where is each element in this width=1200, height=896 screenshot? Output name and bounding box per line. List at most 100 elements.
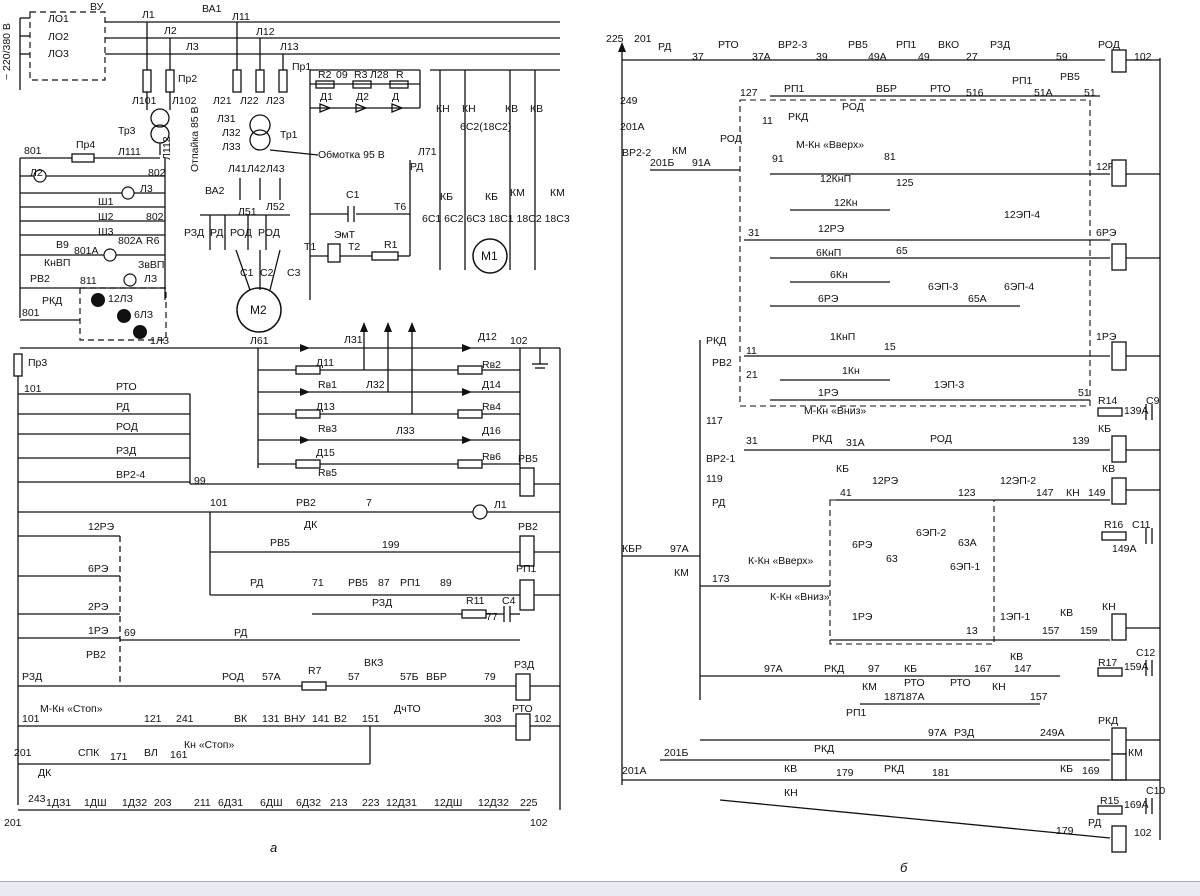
label-119: 119 bbox=[706, 473, 723, 485]
label-pr3: Пр3 bbox=[28, 357, 47, 369]
label-l23: Л23 bbox=[266, 95, 285, 107]
label-101c: 101 bbox=[22, 713, 40, 725]
label-r1: R1 bbox=[384, 239, 398, 251]
label-49: 49 bbox=[918, 51, 930, 63]
label-l42: Л42 bbox=[247, 163, 266, 175]
label-6re: 6РЭ bbox=[818, 293, 839, 305]
label-vko: ВКО bbox=[938, 39, 959, 51]
label-12knp: 12КнП bbox=[820, 173, 851, 185]
label-147: 147 bbox=[1036, 487, 1054, 499]
label-802a: 802A bbox=[118, 235, 143, 247]
label-vbr: ВБР bbox=[426, 671, 447, 683]
label-l1-lamp: Л1 bbox=[494, 499, 507, 511]
label-t1: Т1 bbox=[304, 241, 316, 253]
label-va2: ВА2 bbox=[205, 185, 225, 197]
label-d2: Д2 bbox=[356, 91, 369, 103]
label-rd-a: РД bbox=[410, 161, 423, 173]
label-147-b: 147 bbox=[1014, 663, 1032, 675]
label-kb-2: КБ bbox=[904, 663, 917, 675]
label-811: 811 bbox=[80, 275, 97, 287]
label-t2: Т2 bbox=[348, 241, 360, 253]
label-37: 37 bbox=[692, 51, 704, 63]
label-r17: R17 bbox=[1098, 657, 1117, 669]
label-rto: РТО bbox=[718, 39, 739, 51]
label-rd-m: РД bbox=[210, 227, 223, 239]
label-rd-2: РД bbox=[234, 627, 247, 639]
label-m2: M2 bbox=[250, 303, 267, 317]
label-79: 79 bbox=[484, 671, 496, 683]
label-102c: 102 bbox=[534, 713, 552, 725]
label-802: 802 bbox=[148, 167, 166, 179]
label-l33a: Л33 bbox=[222, 141, 241, 153]
label-vr2-1: ВР2-1 bbox=[706, 453, 735, 465]
label-187: 187 bbox=[884, 691, 902, 703]
label-801b: 801 bbox=[22, 307, 40, 319]
label-31-b: 31 bbox=[746, 435, 758, 447]
label-201a-2: 201А bbox=[622, 765, 647, 777]
label-149a: 149А bbox=[1112, 543, 1137, 555]
label-km-2: КМ bbox=[674, 567, 689, 579]
label-123: 123 bbox=[958, 487, 976, 499]
label-kv-2: КВ bbox=[1010, 651, 1023, 663]
label-r11: R11 bbox=[466, 595, 485, 607]
label-157-b: 157 bbox=[1030, 691, 1048, 703]
label-km-3: КМ bbox=[862, 681, 877, 693]
label-d13: Д13 bbox=[316, 401, 335, 413]
label-12ep-4: 12ЭП-4 bbox=[1004, 209, 1040, 221]
label-97a: 97А bbox=[670, 543, 689, 555]
label-r7: R7 bbox=[308, 665, 322, 677]
label-97a-2: 97А bbox=[764, 663, 783, 675]
label-kb-3: КБ bbox=[1060, 763, 1073, 775]
label-rv5-res: Rв5 bbox=[318, 467, 337, 479]
label-31a: 31А bbox=[846, 437, 865, 449]
label-vu: ВУ bbox=[90, 1, 104, 13]
label-149: 149 bbox=[1088, 487, 1106, 499]
label-27: 27 bbox=[966, 51, 978, 63]
label-d12: Д12 bbox=[478, 331, 497, 343]
label-l101: Л101 bbox=[132, 95, 157, 107]
label-d15: Д15 bbox=[316, 447, 335, 459]
label-39: 39 bbox=[816, 51, 828, 63]
label-rv2-contact: РВ2 bbox=[296, 497, 316, 509]
label-lamp-l3: Л3 bbox=[140, 183, 153, 195]
label-51-b: 51 bbox=[1078, 387, 1090, 399]
label-169a: 169А bbox=[1124, 799, 1149, 811]
label-801a: 801A bbox=[74, 245, 99, 257]
label-rod-coil: РОД bbox=[1098, 39, 1120, 51]
label-l3: Л3 bbox=[186, 41, 199, 53]
label-141: 141 bbox=[312, 713, 330, 725]
label-d1: Д1 bbox=[320, 91, 333, 103]
label-6dz1: 6ДЗ1 bbox=[218, 797, 243, 809]
label-km2: КМ bbox=[550, 187, 565, 199]
label-203: 203 bbox=[154, 797, 172, 809]
label-l21: Л21 bbox=[213, 95, 232, 107]
label-va1: ВА1 bbox=[202, 3, 222, 15]
label-kb: КБ bbox=[836, 463, 849, 475]
label-1dz2: 1ДЗ2 bbox=[122, 797, 147, 809]
label-rkd-3: РКД bbox=[812, 433, 832, 445]
label-rto: РТО bbox=[116, 381, 137, 393]
label-kv-coil: КВ bbox=[1102, 463, 1115, 475]
label-spk: СПК bbox=[78, 747, 100, 759]
label-13: 13 bbox=[966, 625, 978, 637]
label-171: 171 bbox=[110, 751, 128, 763]
label-rv4: Rв4 bbox=[482, 401, 501, 413]
label-199: 199 bbox=[382, 539, 400, 551]
label-65: 65 bbox=[896, 245, 908, 257]
label-69: 69 bbox=[124, 627, 136, 639]
label-51: 51 bbox=[1084, 87, 1096, 99]
label-1re-coil: 1РЭ bbox=[1096, 331, 1117, 343]
label-lz1: 1ЛЗ bbox=[150, 335, 169, 347]
label-rd-rp1: РД bbox=[250, 577, 263, 589]
label-21: 21 bbox=[746, 369, 758, 381]
label-97: 97 bbox=[868, 663, 880, 675]
label-rd: РД bbox=[658, 41, 671, 53]
label-r14: R14 bbox=[1098, 395, 1117, 407]
label-vr2-4: ВР2-4 bbox=[116, 469, 145, 481]
label-rv2-lamp: РВ2 bbox=[30, 273, 50, 285]
label-c3m: С3 bbox=[287, 267, 301, 279]
label-rv5-contact: РВ5 bbox=[270, 537, 290, 549]
schematic-b: 225 201 249 201А РД 37 РТО 37А ВР2-3 39 … bbox=[606, 33, 1165, 875]
label-31: 31 bbox=[748, 227, 760, 239]
label-71: 71 bbox=[312, 577, 324, 589]
